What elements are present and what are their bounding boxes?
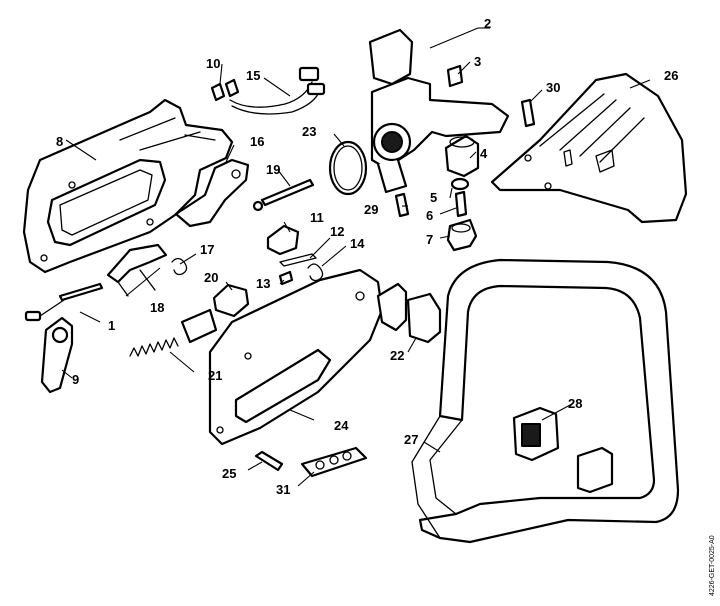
part-31-warning-label <box>300 446 368 478</box>
part-6-screw <box>454 190 468 218</box>
part-17-spring <box>171 257 188 276</box>
drawing-code: 4226-GET-0025-A0 <box>709 535 716 596</box>
callout-22: 22 <box>390 348 404 363</box>
callout-labels: 2 3 4 5 6 7 8 9 10 15 16 17 18 19 20 21 … <box>56 16 678 497</box>
callout-24: 24 <box>334 418 349 433</box>
part-21-spring <box>129 337 179 357</box>
part-27-loop-handle <box>411 258 680 544</box>
part-15-cable <box>229 66 326 115</box>
callout-9: 9 <box>72 372 79 387</box>
callout-19: 19 <box>266 162 280 177</box>
callout-20: 20 <box>204 270 218 285</box>
part-1-pin <box>24 282 104 322</box>
part-9-lever <box>40 316 74 394</box>
part-20-button <box>180 283 250 344</box>
part-2-gear-housing <box>368 28 510 194</box>
part-14-torsion-spring <box>307 263 324 282</box>
callout-16: 16 <box>250 134 264 149</box>
part-16-trigger <box>174 158 250 228</box>
callout-7: 7 <box>426 232 433 247</box>
callout-8: 8 <box>56 134 63 149</box>
callout-14: 14 <box>350 236 365 251</box>
callout-10: 10 <box>206 56 220 71</box>
part-30-screw <box>520 98 536 128</box>
callout-23: 23 <box>302 124 316 139</box>
part-8-handle-housing-left <box>22 98 234 274</box>
part-24-handle-housing-right <box>208 268 384 446</box>
callout-2: 2 <box>484 16 491 31</box>
part-12-spring-clip <box>279 253 317 267</box>
part-7-annular-buffer <box>446 218 478 252</box>
callout-12: 12 <box>330 224 344 239</box>
part-28-bumper <box>512 406 614 494</box>
part-22-bracket <box>376 282 442 344</box>
part-5-washer <box>450 177 470 191</box>
callout-4: 4 <box>480 146 488 161</box>
part-4-rubber-mount <box>444 134 480 178</box>
callout-25: 25 <box>222 466 236 481</box>
callout-31: 31 <box>276 482 290 497</box>
callout-15: 15 <box>246 68 260 83</box>
part-29-screw <box>394 192 410 218</box>
part-18-lockout-lever <box>106 243 168 297</box>
callout-11: 11 <box>310 210 324 225</box>
callout-18: 18 <box>150 300 164 315</box>
part-11-clamp <box>266 224 300 256</box>
callout-13: 13 <box>256 276 270 291</box>
part-26-cover <box>490 72 688 224</box>
part-10-switch <box>210 78 240 102</box>
callout-17: 17 <box>200 242 214 257</box>
callout-29: 29 <box>364 202 378 217</box>
callout-28: 28 <box>568 396 582 411</box>
callout-6: 6 <box>426 208 433 223</box>
callout-1: 1 <box>108 318 115 333</box>
callout-26: 26 <box>664 68 678 83</box>
part-19-pin <box>252 178 315 212</box>
callout-5: 5 <box>430 190 437 205</box>
callout-27: 27 <box>404 432 418 447</box>
callout-21: 21 <box>208 368 222 383</box>
part-3-sleeve <box>446 64 464 88</box>
callout-30: 30 <box>546 80 560 95</box>
leader-lines <box>61 27 651 487</box>
part-25-screw <box>254 450 284 472</box>
callout-3: 3 <box>474 54 481 69</box>
part-23-o-ring <box>328 140 368 196</box>
